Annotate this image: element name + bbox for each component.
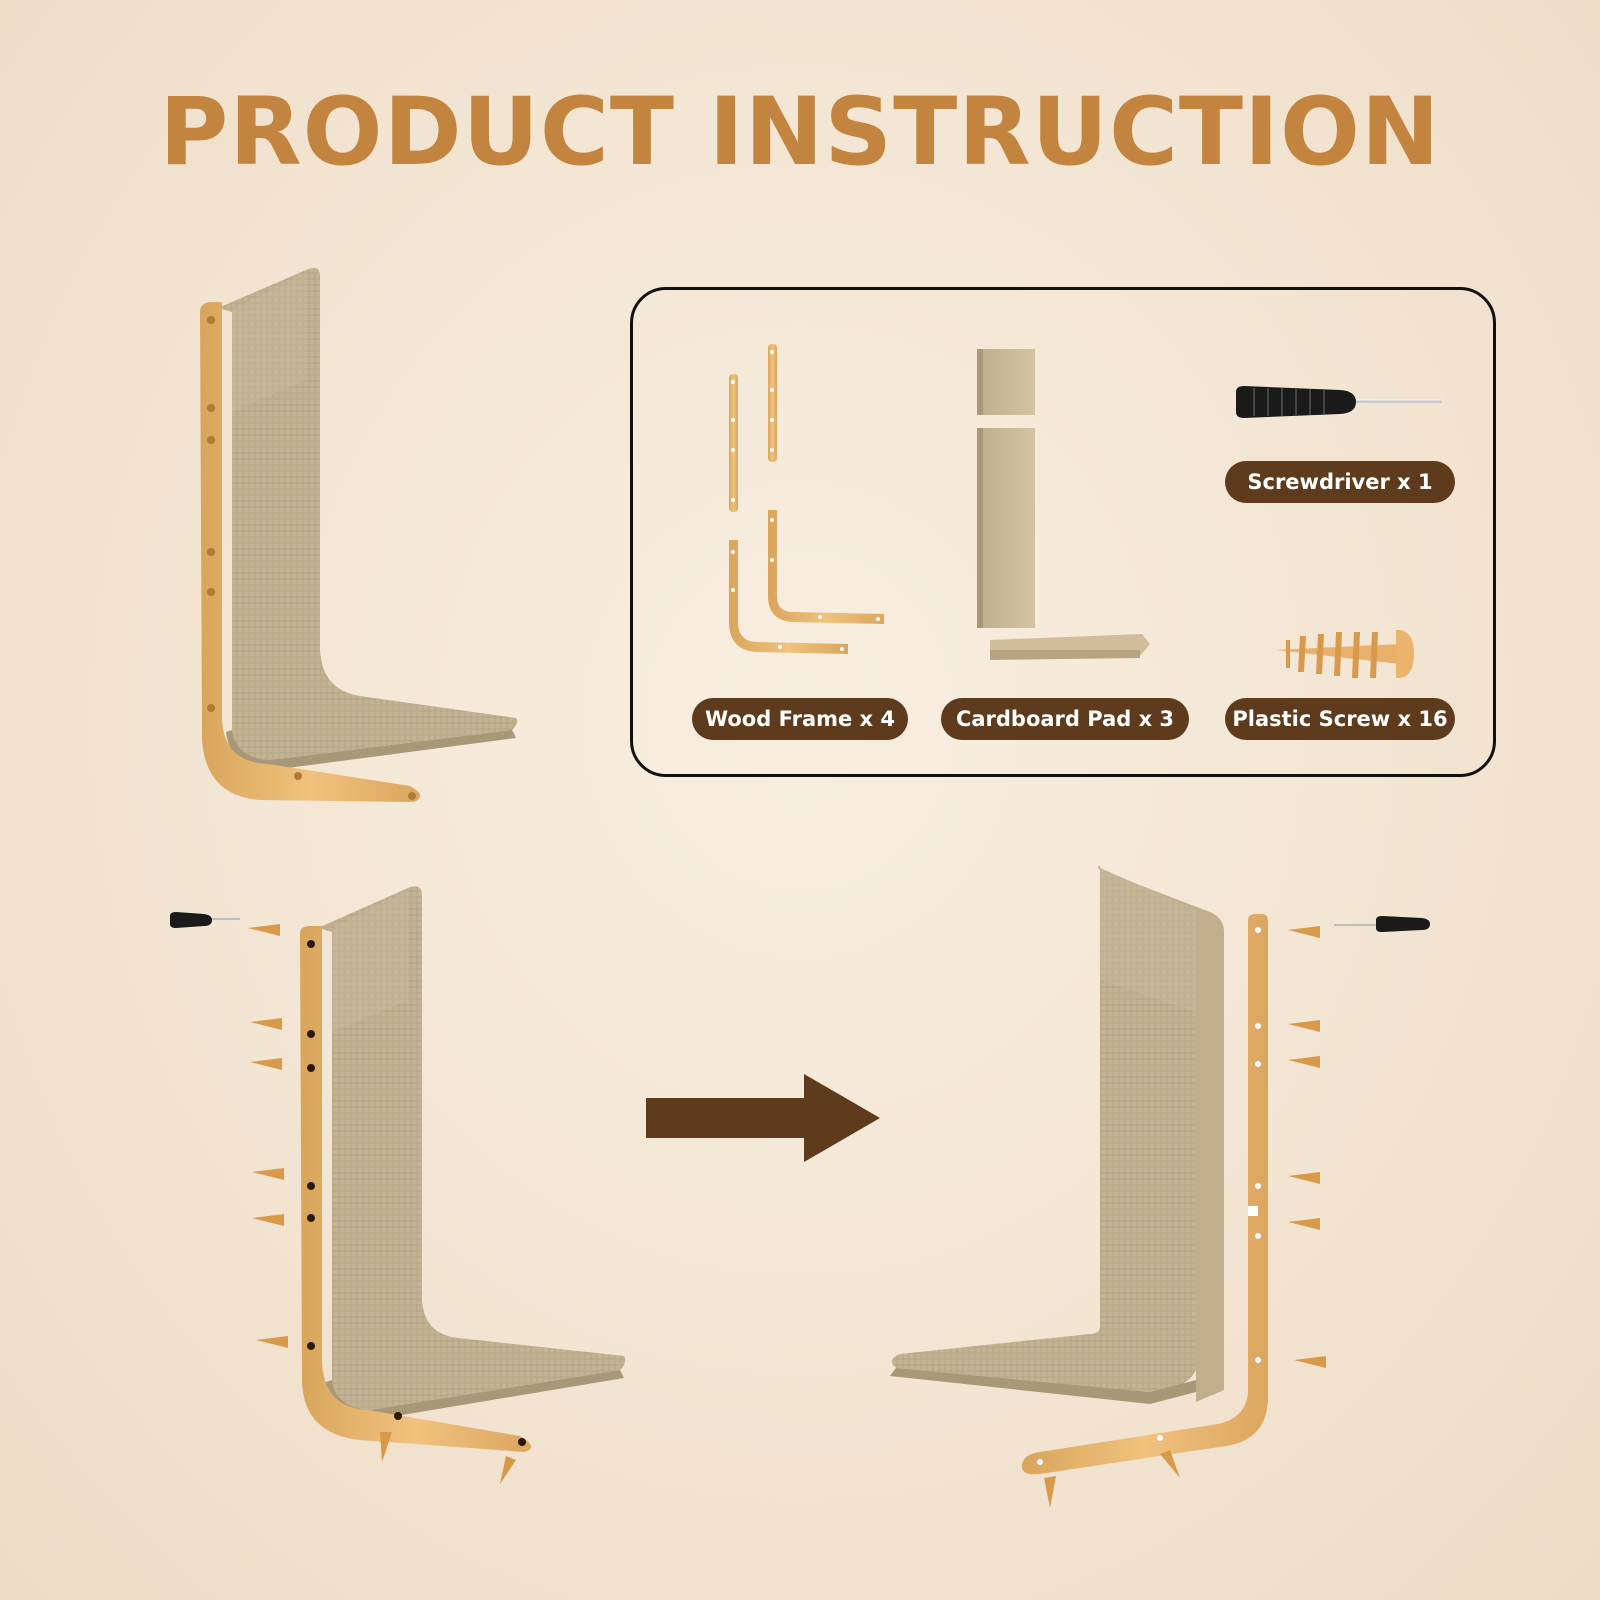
plastic-screw-icon <box>1276 630 1414 678</box>
assembled-scratcher-top <box>200 268 518 802</box>
parts-list-box <box>630 287 1496 777</box>
wood-frame-parts <box>729 344 884 654</box>
part-label-cardboard-pad: Cardboard Pad x 3 <box>941 698 1189 740</box>
screwdriver-icon <box>1236 386 1442 418</box>
part-label-plastic-screw: Plastic Screw x 16 <box>1225 698 1455 740</box>
cardboard-pad-parts <box>977 349 1150 660</box>
part-label-screwdriver: Screwdriver x 1 <box>1225 461 1455 503</box>
arrow-right-icon <box>646 1074 880 1162</box>
exploded-scratcher-left <box>170 886 626 1484</box>
part-label-wood-frame: Wood Frame x 4 <box>692 698 908 740</box>
page-title: PRODUCT INSTRUCTION <box>159 78 1441 187</box>
exploded-scratcher-right <box>890 866 1430 1508</box>
